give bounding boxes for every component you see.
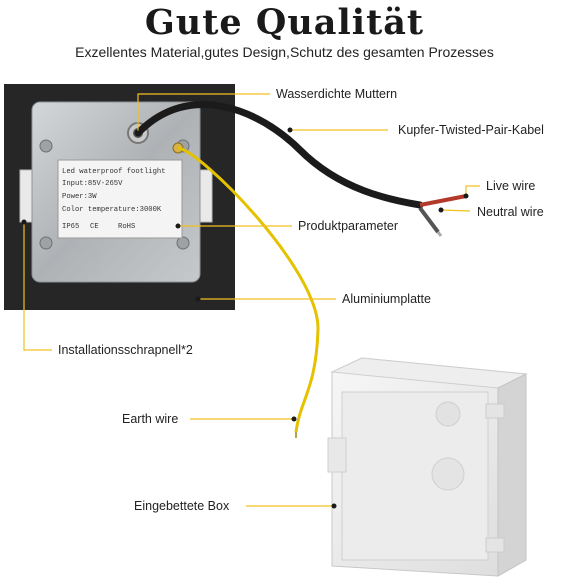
spec-label-line2: Input:85V-265V [62, 180, 123, 188]
callout-clip: Installationsschrapnell*2 [58, 343, 193, 357]
callout-cable: Kupfer-Twisted-Pair-Kabel [398, 123, 544, 137]
page-subtitle: Exzellentes Material,gutes Design,Schutz… [75, 44, 494, 60]
callout-earth: Earth wire [122, 412, 179, 426]
spec-label-line1: Led waterproof footlight [62, 168, 166, 176]
spec-label-line5: IP65 [62, 223, 79, 231]
earth-wire [177, 146, 320, 433]
live-wire [419, 194, 467, 207]
spec-label [57, 159, 183, 239]
callout-nut: Wasserdichte Muttern [276, 87, 398, 101]
callout-neutral: Neutral wire [477, 205, 544, 219]
callout-live: Live wire [486, 179, 536, 193]
page-title: Gute Qualität [144, 2, 425, 43]
callout-lines [23, 93, 480, 507]
spec-label-line6: CE [90, 223, 99, 231]
spec-label-line7: RoHS [118, 223, 135, 231]
twisted-pair-cable [134, 101, 424, 209]
spec-label-line4: Color temperature:3000K [62, 206, 162, 214]
embedded-box [327, 357, 528, 577]
callout-box: Eingebettete Box [134, 499, 230, 513]
callout-dots [21, 127, 469, 509]
callout-plate: Aluminiumplatte [342, 292, 431, 306]
neutral-wire [418, 206, 440, 234]
spec-label-line3: Power:3W [62, 193, 97, 201]
callout-params: Produktparameter [298, 219, 399, 233]
